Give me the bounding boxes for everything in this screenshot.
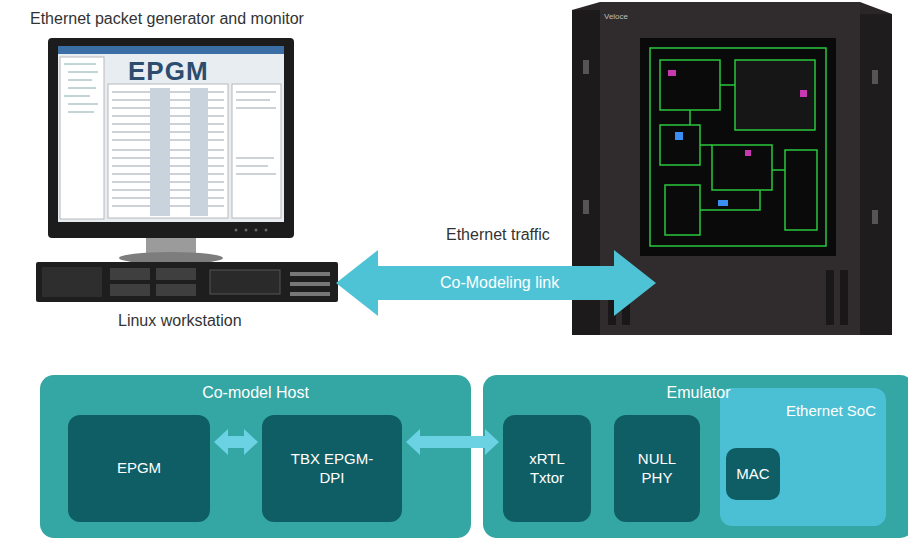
panel-heading: Co-model Host — [40, 383, 471, 403]
monitor — [48, 38, 294, 264]
screen-title: EPGM — [128, 56, 209, 87]
panel-heading: Ethernet SoC — [786, 402, 876, 421]
process-box: TBX EPGM-DPI — [262, 415, 402, 522]
linux-workstation — [36, 262, 338, 302]
device-label: Linux workstation — [118, 312, 242, 330]
box-label: xRTL Txtor — [517, 450, 577, 488]
link-label: Ethernet traffic — [446, 226, 550, 244]
process-box: EPGM — [68, 415, 210, 522]
link-label: Co-Modeling link — [440, 274, 559, 292]
process-box: NULL PHY — [614, 415, 700, 522]
box-label: TBX EPGM-DPI — [282, 450, 382, 488]
process-box: xRTL Txtor — [503, 415, 591, 522]
caption-label: Ethernet packet generator and monitor — [30, 10, 304, 28]
co-modeling-arrow — [336, 250, 656, 316]
box-label: EPGM — [117, 459, 161, 478]
emulator-panel: Emulator xRTL Txtor NULL PHY Ethernet SoC MA… — [483, 375, 908, 538]
brand-logo: Veloce — [604, 12, 628, 21]
host-panel: Co-model HostEPGM TBX EPGM-DPI — [40, 375, 471, 538]
panel-heading: Emulator — [483, 383, 908, 403]
box-label: NULL PHY — [632, 450, 682, 488]
soc-region: Ethernet SoC MAC — [720, 388, 886, 526]
box-label: MAC — [736, 465, 769, 484]
process-box: MAC — [726, 448, 780, 500]
